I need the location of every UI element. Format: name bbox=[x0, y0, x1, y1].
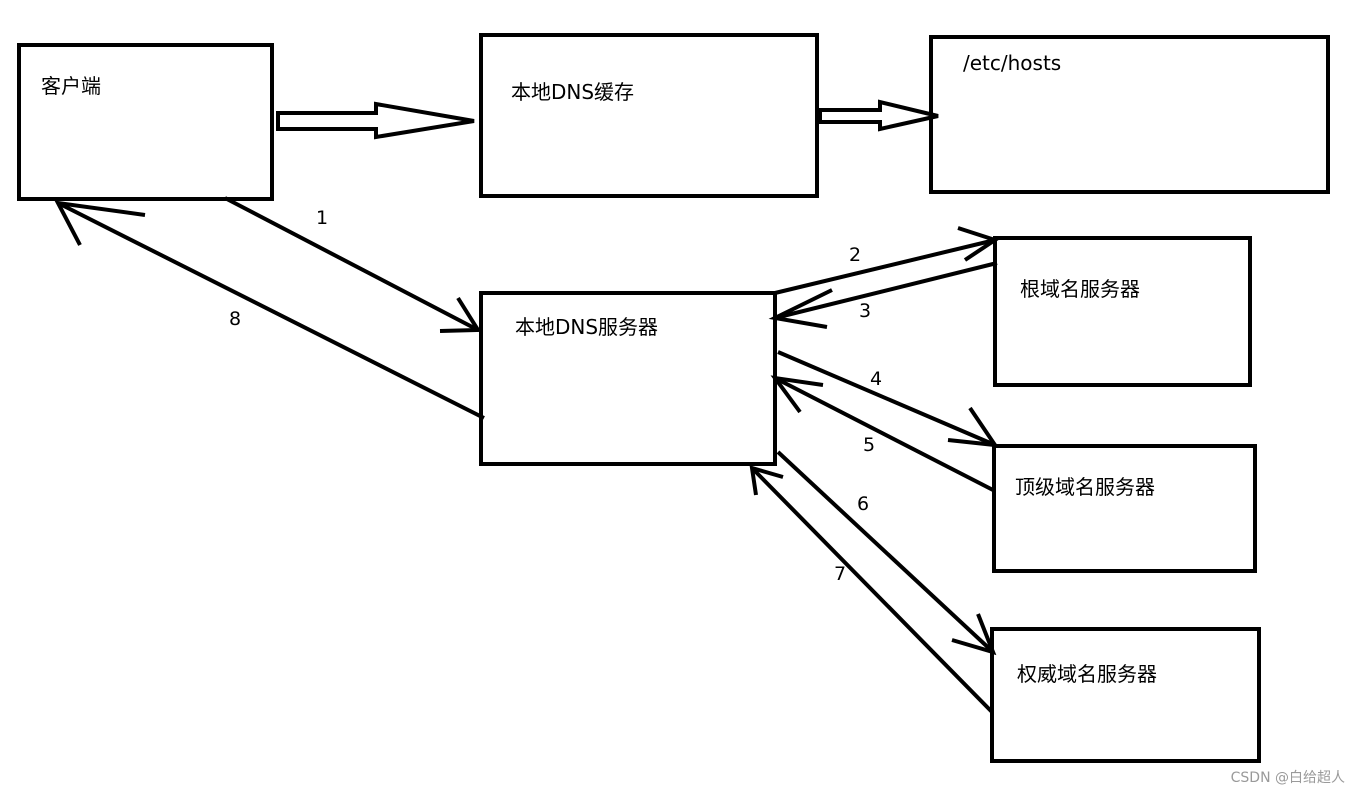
arrow-2 bbox=[774, 226, 1000, 295]
tld-label: 顶级域名服务器 bbox=[1015, 475, 1155, 499]
step-label-4: 4 bbox=[870, 368, 883, 390]
arrow-7 bbox=[749, 465, 994, 714]
local-dns-label: 本地DNS服务器 bbox=[515, 315, 659, 339]
root-box bbox=[993, 236, 1252, 387]
arrow-8 bbox=[54, 200, 485, 420]
arrow-1 bbox=[224, 196, 482, 333]
step-label-7: 7 bbox=[834, 563, 847, 585]
arrow-5 bbox=[770, 375, 994, 492]
step-label-6: 6 bbox=[857, 493, 870, 515]
tld-box bbox=[992, 444, 1257, 573]
step-label-8: 8 bbox=[229, 308, 242, 330]
step-label-1: 1 bbox=[316, 207, 329, 229]
arrow-3 bbox=[768, 261, 998, 329]
local-cache-label: 本地DNS缓存 bbox=[511, 80, 635, 104]
step-label-2: 2 bbox=[849, 244, 862, 266]
arrow-4 bbox=[777, 350, 1000, 448]
hollow-arrow-cache-hosts bbox=[818, 99, 939, 132]
root-label: 根域名服务器 bbox=[1020, 277, 1140, 301]
local-cache-box bbox=[479, 33, 819, 198]
client-box bbox=[17, 43, 274, 201]
arrow-6 bbox=[776, 450, 997, 656]
watermark: CSDN @白给超人 bbox=[1230, 770, 1345, 786]
hollow-arrow-client-cache bbox=[276, 101, 475, 140]
auth-box bbox=[990, 627, 1261, 763]
auth-label: 权威域名服务器 bbox=[1017, 662, 1157, 686]
step-label-5: 5 bbox=[863, 434, 876, 456]
hosts-label: /etc/hosts bbox=[963, 51, 1062, 75]
client-label: 客户端 bbox=[41, 74, 101, 98]
step-label-3: 3 bbox=[859, 300, 872, 322]
